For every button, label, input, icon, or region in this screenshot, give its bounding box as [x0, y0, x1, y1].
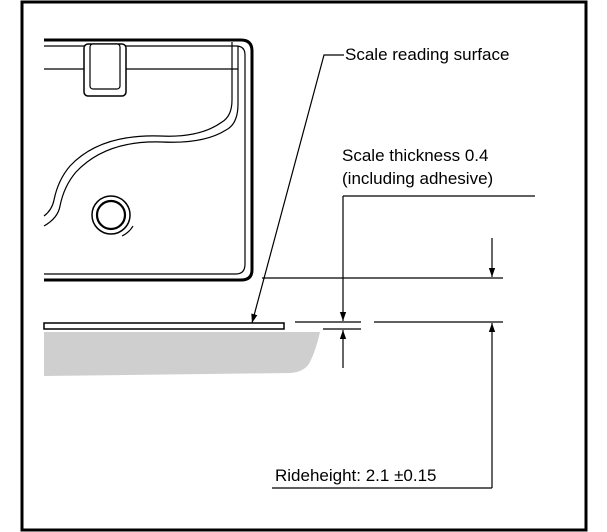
led-window — [91, 195, 134, 237]
rideheight-label: Rideheight: 2.1 ±0.15 — [275, 465, 437, 486]
readhead-body — [44, 38, 254, 282]
mounting-face — [44, 332, 320, 376]
drawing-frame — [20, 0, 588, 532]
thickness-label-line1: Scale thickness 0.4 — [342, 145, 489, 166]
cable-outline — [43, 42, 233, 217]
reading-surface-label: Scale reading surface — [345, 44, 510, 65]
scale-tape — [43, 322, 285, 330]
reading-surface-leader — [251, 54, 344, 324]
thickness-label-line2: (including adhesive) — [342, 168, 494, 189]
readhead-tab — [83, 43, 127, 97]
cable-outline-inner — [43, 46, 239, 227]
